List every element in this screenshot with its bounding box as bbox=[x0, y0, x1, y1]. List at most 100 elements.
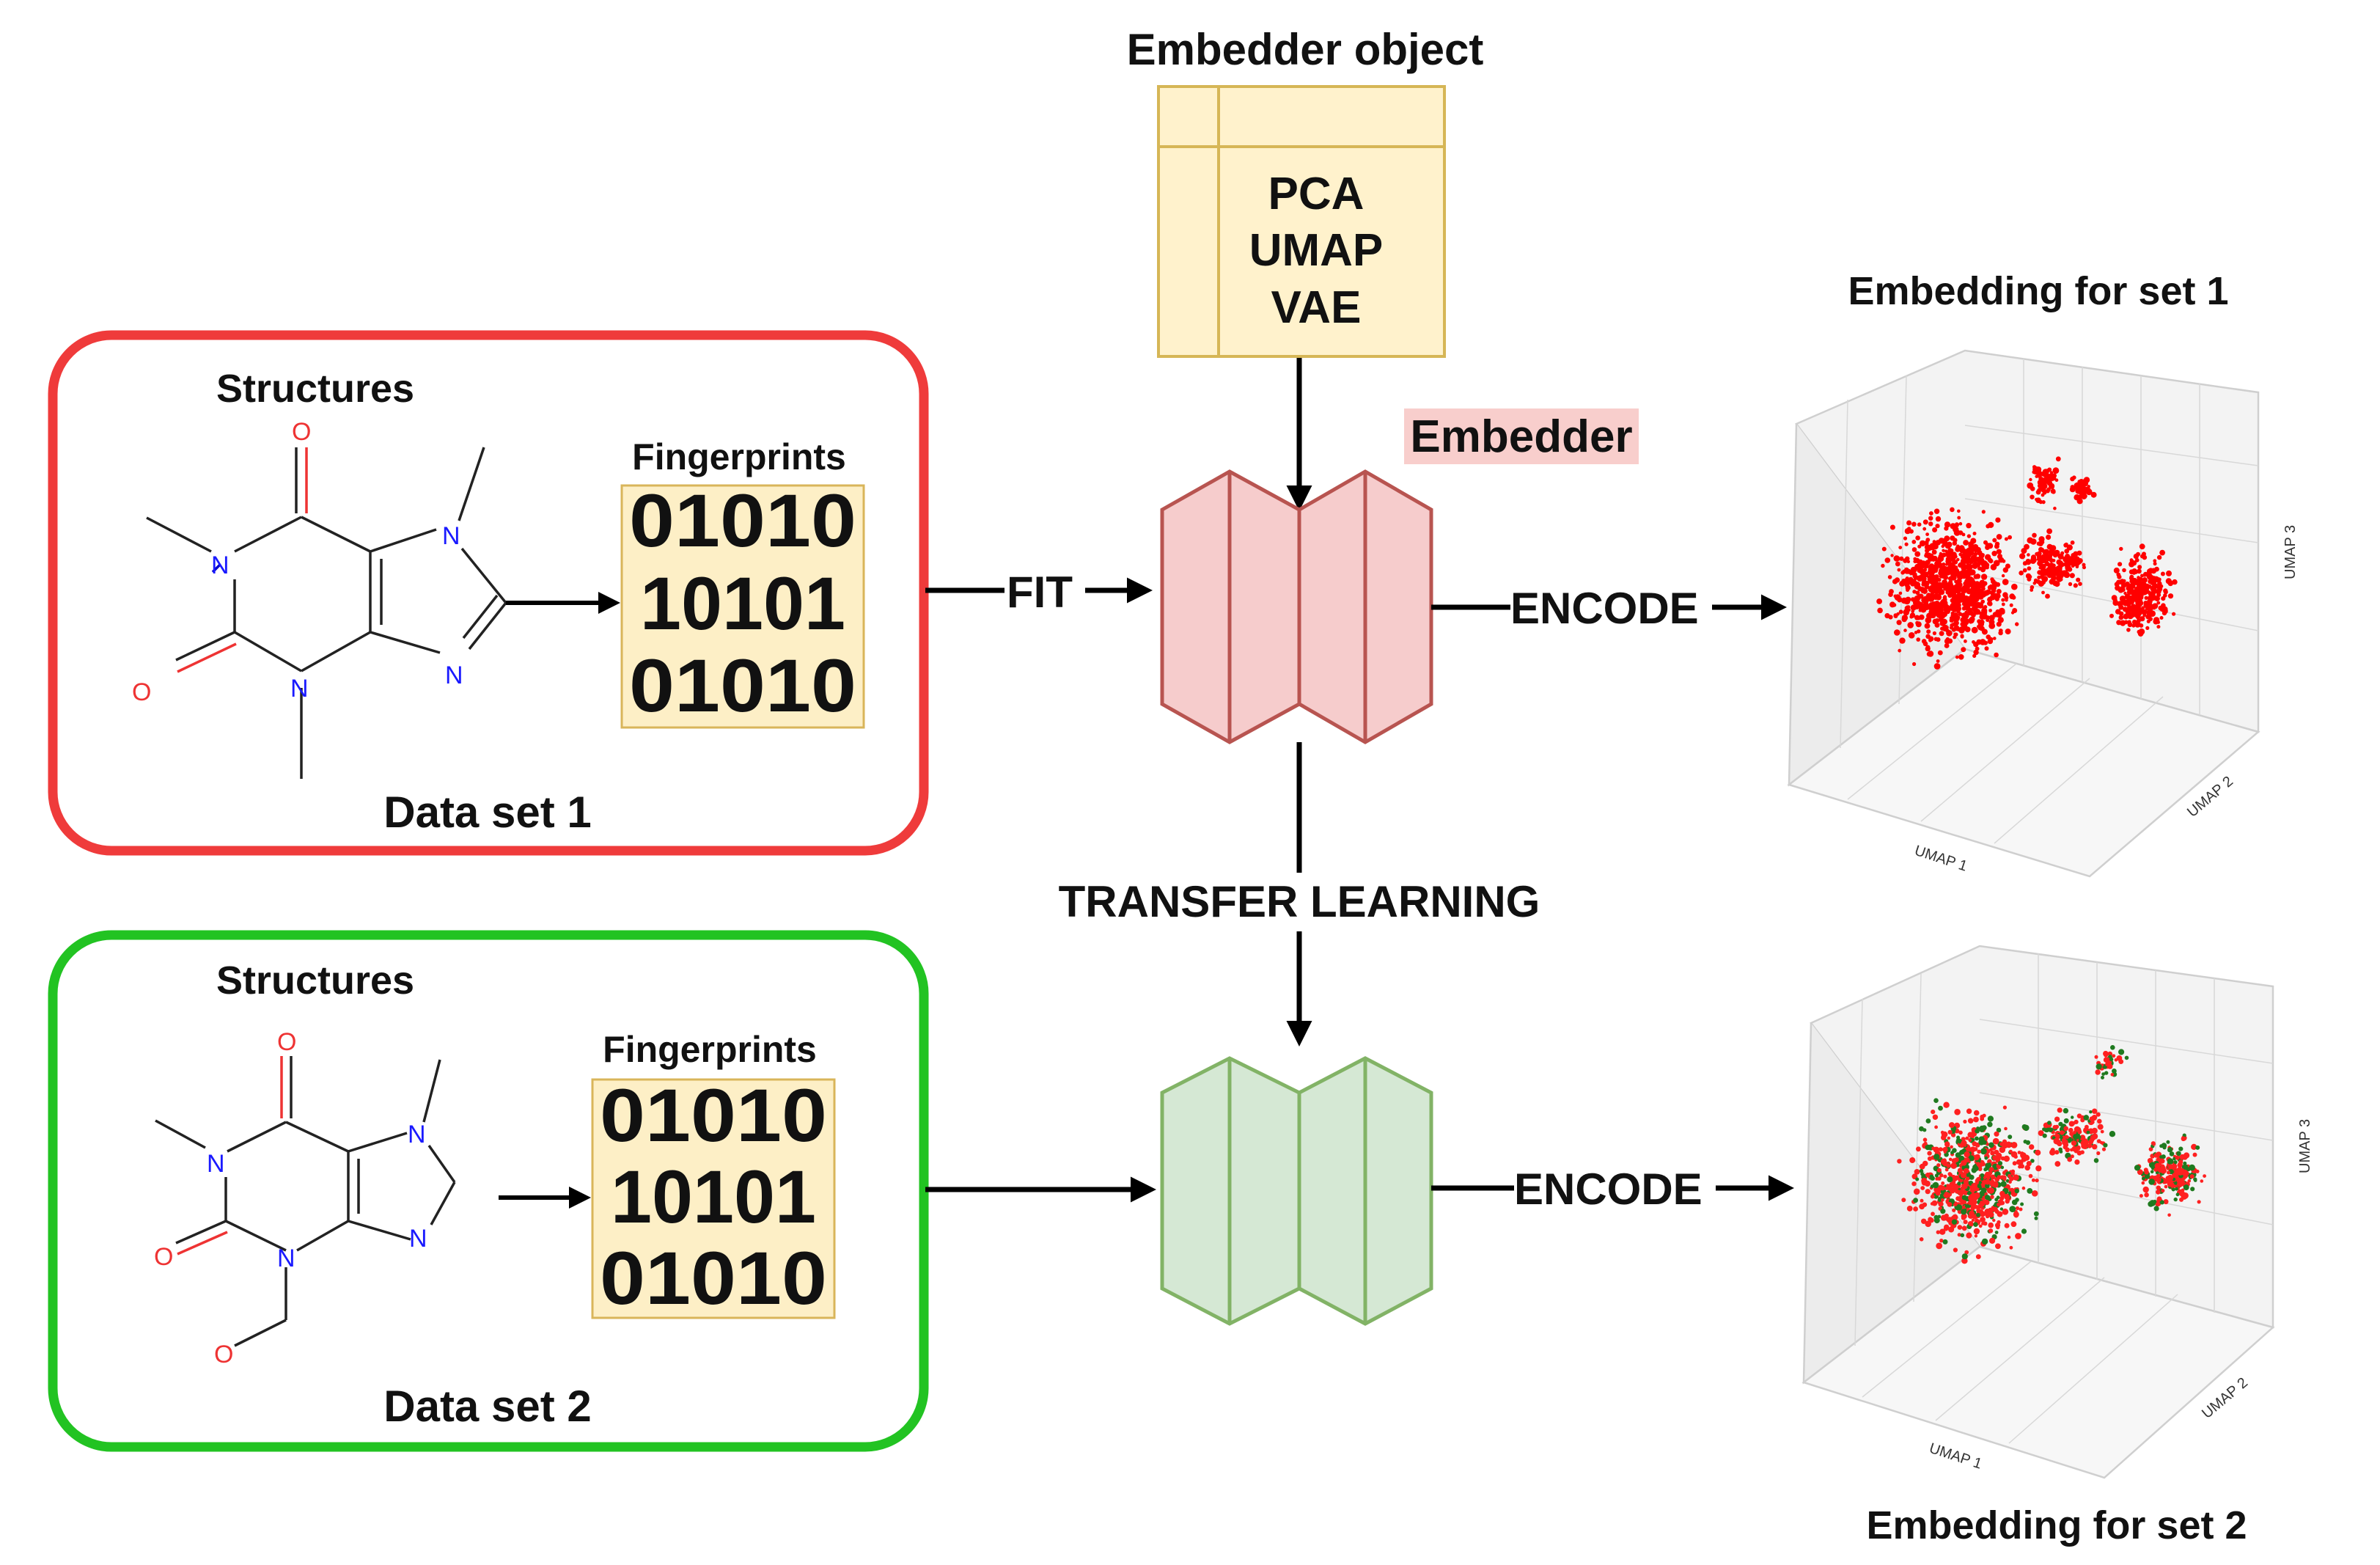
scatter-point bbox=[2038, 499, 2043, 505]
scatter-point bbox=[2145, 614, 2151, 620]
scatter-point bbox=[2049, 475, 2055, 481]
scatter-point bbox=[1968, 1138, 1972, 1143]
scatter-point bbox=[1917, 568, 1922, 573]
scatter-point bbox=[2070, 540, 2075, 545]
scatter-point bbox=[1928, 521, 1933, 527]
scatter-point bbox=[2148, 603, 2152, 607]
scatter-point bbox=[1881, 563, 1885, 568]
scatter-point bbox=[1943, 1174, 1947, 1179]
scatter-point bbox=[1996, 1127, 2002, 1133]
scatter-point bbox=[1924, 601, 1929, 606]
scatter-point bbox=[2118, 1049, 2125, 1055]
scatter-point bbox=[2050, 572, 2055, 577]
scatter-point bbox=[1969, 1210, 1975, 1217]
scatter-point bbox=[2158, 605, 2164, 611]
scatter-point bbox=[2153, 559, 2157, 563]
scatter-point bbox=[2127, 607, 2132, 613]
plot2-title: Embedding for set 2 bbox=[1866, 1503, 2247, 1547]
scatter-point bbox=[1936, 659, 1940, 663]
structures-label-2: Structures bbox=[216, 959, 414, 1003]
scatter-point bbox=[1955, 599, 1960, 603]
scatter-point bbox=[1957, 1168, 1963, 1173]
scatter-point bbox=[1944, 606, 1951, 613]
scatter-point bbox=[1979, 1125, 1986, 1132]
scatter-point bbox=[2119, 595, 2126, 602]
scatter-point bbox=[2156, 586, 2163, 592]
scatter-point bbox=[2183, 1152, 2190, 1159]
scatter-point bbox=[1983, 640, 1988, 645]
scatter-point bbox=[1922, 1160, 1928, 1167]
scatter-point bbox=[1958, 552, 1962, 557]
scatter-point bbox=[2142, 1176, 2145, 1181]
scatter-point bbox=[1987, 1121, 1993, 1127]
scatter-point bbox=[1956, 557, 1960, 562]
scatter-point bbox=[1881, 546, 1887, 551]
scatter-point bbox=[2007, 1235, 2011, 1239]
scatter-point bbox=[2175, 1155, 2180, 1160]
scatter-point bbox=[1917, 601, 1921, 605]
scatter-point bbox=[1937, 578, 1942, 582]
scatter-point bbox=[1972, 543, 1979, 551]
scatter-point bbox=[1958, 521, 1963, 526]
scatter-point bbox=[1927, 595, 1931, 599]
scatter-point bbox=[1933, 1154, 1940, 1160]
scatter-point bbox=[1920, 1186, 1925, 1190]
scatter-point bbox=[2034, 1216, 2038, 1220]
scatter-point bbox=[1925, 532, 1930, 536]
scatter-point bbox=[1942, 599, 1947, 604]
scatter-point bbox=[2092, 1108, 2098, 1114]
atom-n9: N bbox=[445, 661, 463, 689]
scatter-point bbox=[2068, 1127, 2074, 1133]
scatter-point bbox=[1997, 1175, 2002, 1180]
scatter-point bbox=[2145, 606, 2150, 611]
scatter-point bbox=[1938, 1147, 1943, 1152]
scatter-point bbox=[1999, 1201, 2005, 1206]
scatter-point bbox=[1949, 1181, 1955, 1187]
scatter-point bbox=[2155, 1170, 2159, 1175]
scatter-point bbox=[1963, 1179, 1969, 1184]
scatter-point bbox=[1953, 594, 1957, 598]
scatter-point bbox=[2116, 620, 2122, 626]
scatter-point bbox=[1996, 534, 2002, 540]
scatter-point bbox=[1991, 551, 1997, 557]
scatter-point bbox=[2042, 472, 2046, 476]
scatter-point bbox=[1940, 1209, 1946, 1214]
scatter-point bbox=[1953, 1176, 1957, 1181]
scatter-point bbox=[1960, 1186, 1965, 1190]
scatter-point bbox=[2137, 598, 2143, 604]
scatter-point bbox=[2043, 549, 2049, 554]
scatter-point bbox=[2075, 494, 2082, 502]
scatter-point bbox=[2181, 1169, 2189, 1176]
scatter-point bbox=[2146, 573, 2153, 580]
scatter-point bbox=[1992, 1206, 1998, 1212]
scatter-point bbox=[1944, 521, 1951, 528]
scatter-point bbox=[2058, 1121, 2063, 1126]
scatter-point bbox=[1980, 1201, 1983, 1204]
scatter-point bbox=[1894, 629, 1900, 636]
scatter-point bbox=[2031, 1190, 2038, 1197]
scatter-point bbox=[1913, 1198, 1919, 1203]
scatter-point bbox=[1897, 597, 1903, 603]
scatter-point bbox=[1996, 549, 2002, 554]
scatter-point bbox=[1942, 579, 1947, 584]
scatter-point bbox=[2077, 1135, 2082, 1140]
scatter-point bbox=[2038, 546, 2043, 552]
scatter-point bbox=[2001, 1175, 2007, 1181]
scatter-point bbox=[2022, 1154, 2027, 1159]
scatter-point bbox=[2123, 591, 2127, 595]
scatter-point bbox=[1973, 593, 1980, 599]
scatter-point bbox=[2060, 1135, 2063, 1140]
scatter-point bbox=[2050, 567, 2054, 571]
scatter-point bbox=[1936, 1163, 1941, 1168]
scatter-point bbox=[1992, 538, 1997, 543]
scatter-point bbox=[2160, 571, 2165, 576]
scatter-point bbox=[1958, 562, 1964, 567]
scatter-point bbox=[2004, 1126, 2008, 1131]
scatter-point bbox=[1942, 552, 1947, 557]
scatter-point bbox=[1893, 613, 1898, 617]
scatter-point bbox=[1910, 597, 1916, 602]
scatter-point bbox=[2021, 1124, 2027, 1129]
scatter-point bbox=[1909, 1157, 1916, 1163]
scatter-point bbox=[1990, 1151, 1995, 1156]
scatter-point bbox=[1937, 650, 1943, 656]
